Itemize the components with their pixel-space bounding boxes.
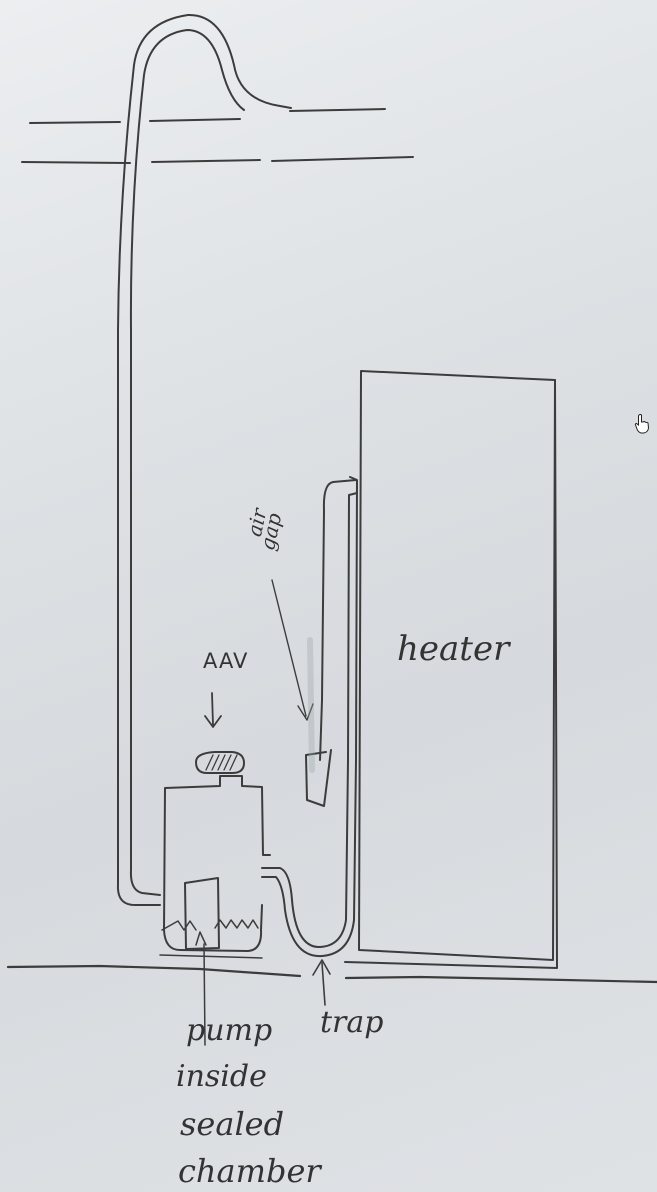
- heater-label: heater: [397, 629, 510, 669]
- trap-pipe: [261, 476, 358, 1006]
- pump-label-line-3: sealed: [180, 1105, 285, 1143]
- trap-label: trap: [320, 1005, 384, 1040]
- pump-label-line-2: inside: [176, 1059, 267, 1094]
- air-gap: [271, 579, 332, 807]
- aav-valve: [195, 692, 245, 774]
- heater-outline: [344, 370, 558, 969]
- aav-label: AAV: [203, 649, 249, 673]
- hand-pointer-icon: [634, 414, 650, 434]
- pump-body: [184, 877, 220, 1046]
- pump-label-line-4: chamber: [178, 1152, 321, 1190]
- pump-label-line-1: pump: [186, 1013, 273, 1048]
- floor-line: [6, 964, 657, 984]
- discharge-pipe: [116, 13, 292, 906]
- sealed-chamber: [159, 775, 271, 959]
- ceiling-lines: [21, 108, 414, 164]
